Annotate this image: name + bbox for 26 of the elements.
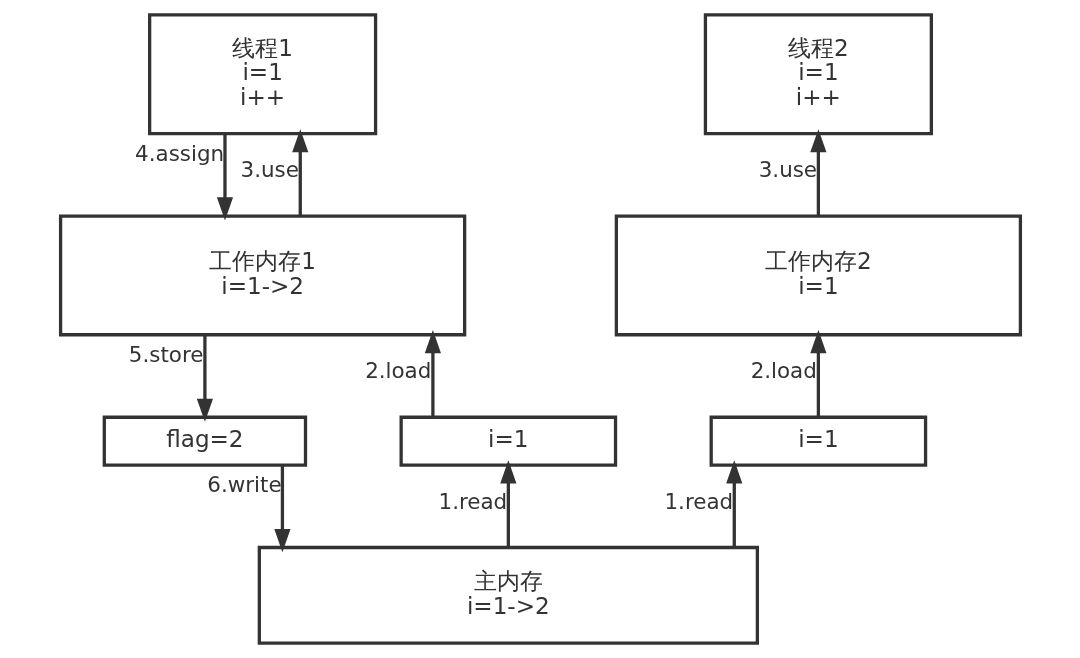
edge-label: 1.read bbox=[438, 488, 507, 514]
edge-label: 6.write bbox=[206, 472, 282, 498]
edge-label: 3.use bbox=[240, 157, 299, 183]
node-box: 工作内存2 i=1 bbox=[614, 214, 1022, 337]
edge-label: 4.assign bbox=[134, 140, 224, 166]
edge-label: 3.use bbox=[758, 157, 817, 183]
arrow bbox=[499, 460, 516, 548]
arrow bbox=[725, 460, 742, 548]
edge-label: 2.load bbox=[750, 358, 817, 384]
edge-label: 2.load bbox=[364, 358, 431, 384]
edge-label: 1.read bbox=[663, 488, 733, 514]
arrow bbox=[216, 134, 233, 221]
node-box: flag=2 bbox=[102, 415, 307, 467]
arrow bbox=[291, 129, 308, 216]
arrow bbox=[809, 129, 826, 216]
arrow bbox=[273, 465, 290, 553]
node-box: i=1 bbox=[709, 415, 927, 467]
arrow bbox=[809, 330, 826, 417]
edge-label: 5.store bbox=[128, 341, 203, 367]
node-box: 线程2 i=1 i++ bbox=[703, 13, 933, 136]
node-box: 工作内存1 i=1->2 bbox=[58, 214, 466, 337]
arrow bbox=[196, 335, 213, 422]
node-box: 线程1 i=1 i++ bbox=[147, 13, 377, 136]
node-box: 主内存 i=1->2 bbox=[257, 545, 759, 645]
node-box: i=1 bbox=[399, 415, 617, 467]
arrow bbox=[424, 330, 441, 417]
